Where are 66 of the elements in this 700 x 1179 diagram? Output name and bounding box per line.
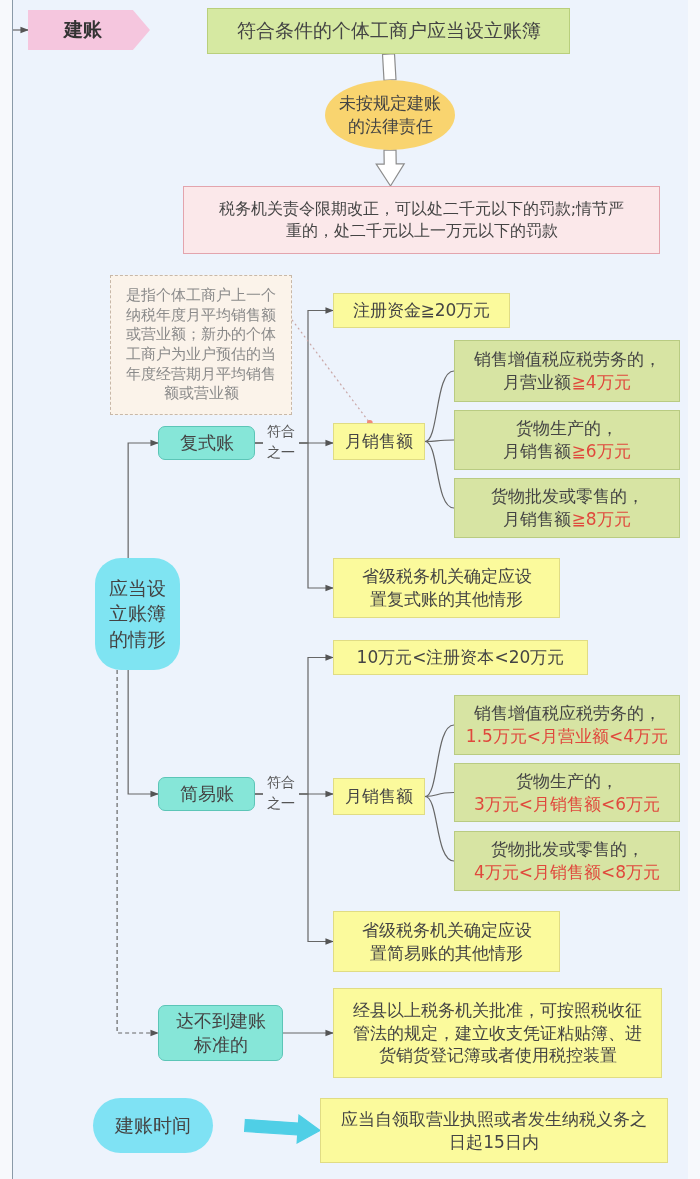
node-text: 应当自领取营业执照或者发生纳税义务之日起15日内 (341, 1107, 647, 1154)
node-text: 简易账 (179, 781, 234, 806)
condition-box (333, 558, 560, 618)
condition-box (320, 1098, 668, 1163)
node-text: 复式账 (179, 430, 234, 455)
node-text: 税务机关责令限期改正，可以处二千元以下的罚款;情节严重的，处二千元以上一万元以下的罚款 (217, 198, 626, 242)
node-text: 符合条件的个体工商户应当设立账簿 (236, 18, 541, 44)
node-text: 未按规定建账的法律责任 (338, 92, 442, 138)
node-text: 销售增值税应税劳务的， (473, 702, 661, 725)
connector-line (424, 440, 455, 509)
category-box (158, 1005, 283, 1061)
condition-box (333, 911, 560, 972)
criterion-box (454, 410, 680, 470)
node-text: 月销售额≧6万元 (503, 440, 631, 463)
node-text: 建账时间 (115, 1112, 191, 1138)
node-text: 月销售额 (345, 430, 413, 453)
arrow (127, 669, 159, 798)
node-text: 4万元<月销售额<8万元 (473, 861, 661, 884)
node-text: 月销售额≧8万元 (503, 508, 631, 531)
block-arrow (375, 149, 406, 188)
criterion-box (454, 763, 680, 822)
node-text: 建账 (64, 17, 102, 43)
node-text: 省级税务机关确定应设置复式账的其他情形 (360, 565, 533, 611)
connector-line (424, 795, 455, 862)
node-text: 货物生产的， (516, 769, 618, 793)
criterion-box (454, 695, 680, 755)
condition-box (333, 988, 662, 1078)
node-text: 月营业额≧4万元 (503, 371, 631, 394)
node-text: 销售增值税应税劳务的， (473, 348, 661, 371)
connector-line (424, 439, 455, 443)
arrow (127, 439, 159, 559)
category-box (158, 426, 255, 460)
arrow (12, 26, 29, 34)
category-box (158, 777, 255, 811)
connector-line (424, 724, 455, 798)
node-text: 货物批发或零售的， (490, 838, 644, 861)
connector-line (424, 791, 455, 798)
node-text: 10万元<注册资本<20万元 (356, 646, 565, 669)
node-text: 货物批发或零售的， (490, 485, 644, 508)
node-text: 货物生产的， (516, 417, 618, 440)
arrow (282, 1029, 334, 1037)
node-text: 3万元<月销售额<6万元 (473, 792, 661, 816)
criterion-box (454, 340, 680, 402)
node-text: 1.5万元<月营业额<4万元 (465, 725, 669, 748)
criterion-box (454, 478, 680, 538)
condition-box (333, 640, 588, 675)
node-text: 注册资金≧20万元 (352, 299, 491, 322)
block-arrow (243, 1113, 322, 1145)
condition-box (333, 778, 425, 815)
result-box (183, 186, 660, 254)
node-text: 月销售额 (345, 785, 413, 808)
arrow (116, 669, 159, 1037)
condition-box (333, 423, 425, 460)
tag-shape (28, 10, 150, 50)
condition-box (333, 293, 510, 328)
category-node (95, 558, 180, 670)
connector-line (424, 370, 455, 443)
criterion-box (454, 831, 680, 891)
note-box (110, 275, 292, 415)
process-box (207, 8, 570, 54)
node-text: 达不到建账标准的 (174, 1008, 267, 1057)
node-text: 省级税务机关确定应设置简易账的其他情形 (360, 918, 533, 965)
node-text: 经县以上税务机关批准，可按照税收征管法的规定，建立收支凭证粘贴簿、进货销货登记簿或者使用税控装置 (352, 998, 643, 1068)
node-text: 应当设立账簿的情形 (108, 575, 167, 652)
category-node (93, 1098, 213, 1153)
node-text: 是指个体工商户上一个纳税年度月平均销售额或营业额；新办的个体工商户为业户预估的当年度经营期月平均销售额或营业额 (125, 286, 277, 404)
